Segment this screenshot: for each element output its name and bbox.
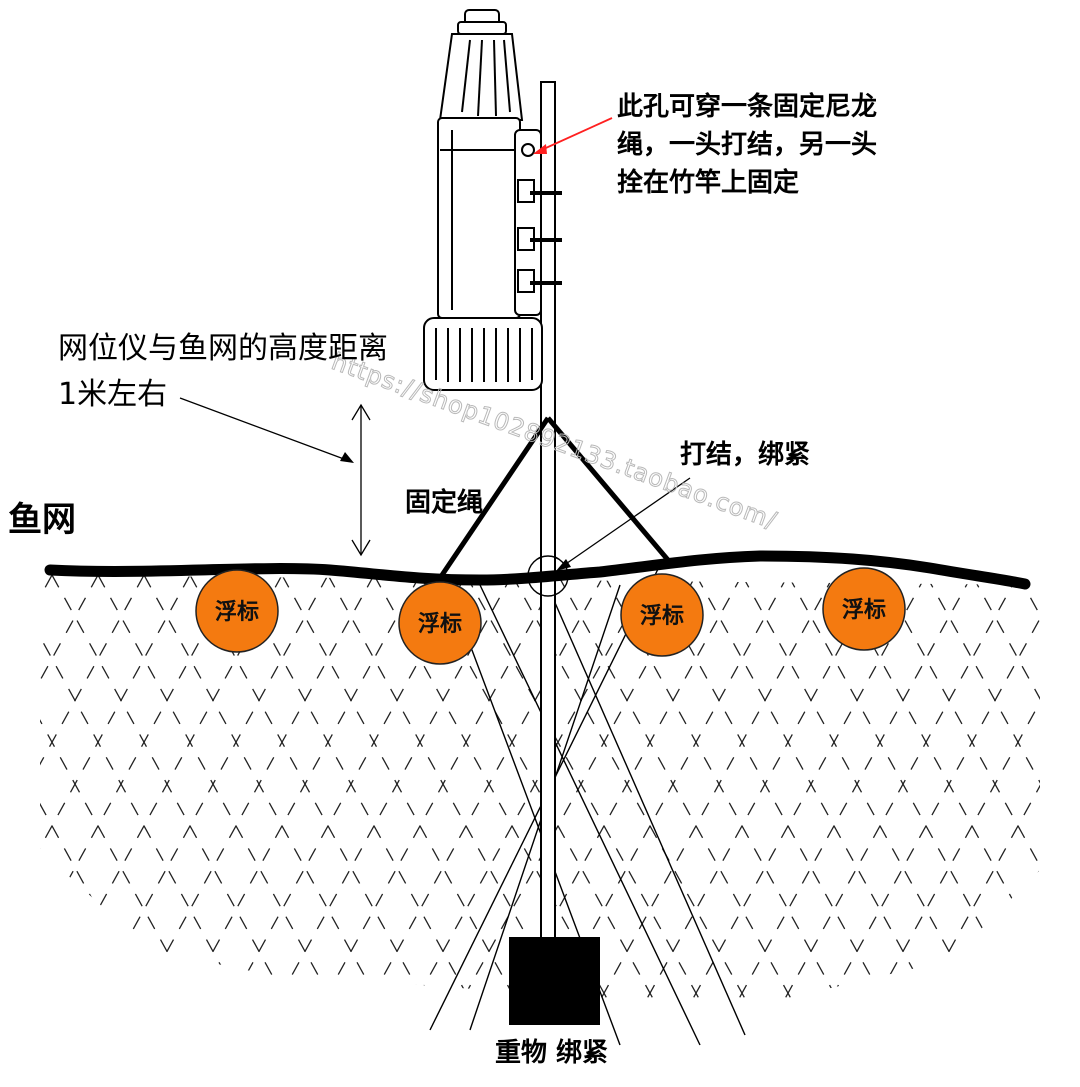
mesh-line — [40, 575, 246, 1000]
mesh-line — [40, 575, 108, 1000]
mesh-line — [318, 575, 559, 1000]
mesh-line — [879, 575, 1040, 1000]
weight-block — [509, 937, 600, 1025]
height-note-line-1: 网位仪与鱼网的高度距离 — [58, 331, 388, 366]
float-3: 浮标 — [620, 573, 704, 657]
mesh-line — [925, 575, 1040, 1000]
float-2-label: 浮标 — [418, 611, 462, 637]
hole-note-line-2: 绳，一头打结，另一头 — [617, 130, 877, 160]
float-3-body — [620, 573, 704, 657]
float-2: 浮标 — [398, 581, 482, 665]
mesh-line — [824, 575, 1040, 1000]
mesh-line — [1055, 575, 1080, 1010]
knot-tie-label: 打结，绑紧 — [680, 440, 810, 470]
mesh-line — [640, 575, 881, 1000]
fixing-rope-label: 固定绳 — [405, 487, 483, 518]
mesh-line — [502, 575, 743, 1000]
height-double-arrow — [351, 403, 371, 557]
mesh-line — [465, 575, 706, 1000]
device-body — [437, 117, 521, 319]
mesh-line — [143, 575, 384, 1000]
mesh-line — [741, 575, 982, 1000]
mesh-line — [134, 575, 375, 1000]
knot-pointer-arrow — [556, 477, 691, 571]
float-1-label: 浮标 — [215, 599, 259, 625]
mesh-line — [686, 575, 927, 1000]
mesh-line — [870, 575, 1040, 1000]
float-1: 浮标 — [195, 569, 279, 653]
float-3-label: 浮标 — [640, 603, 684, 629]
height-note: 网位仪与鱼网的高度距离 1米左右 — [58, 331, 388, 412]
mesh-line — [594, 575, 835, 1000]
float-4: 浮标 — [822, 567, 906, 651]
mesh-line — [235, 575, 476, 1000]
mesh-line — [40, 575, 200, 1000]
mesh-line — [40, 575, 237, 1000]
mesh-line — [1064, 575, 1080, 1010]
mesh-line — [0, 575, 6, 1010]
height-pointer-arrow — [179, 397, 354, 463]
hole-note: 此孔可穿一条固定尼龙 绳，一头打结，另一头 拴在竹竿上固定 — [617, 91, 877, 198]
pole-straps — [530, 191, 562, 285]
mesh-line — [180, 575, 421, 1000]
knot-circle — [527, 555, 569, 597]
mesh-line — [40, 575, 154, 1000]
hole-note-line-3: 拴在竹竿上固定 — [617, 167, 799, 198]
mesh-line — [916, 575, 1040, 1000]
mesh-line — [40, 575, 99, 1000]
net-locator-device — [423, 9, 543, 391]
weight-tie-label: 重物 绑紧 — [495, 1038, 608, 1068]
mesh-line — [40, 575, 53, 1000]
float-4-body — [822, 567, 906, 651]
float-2-body — [398, 581, 482, 665]
mesh-line — [787, 575, 1028, 1000]
mesh-line — [778, 575, 1019, 1000]
mesh-line — [0, 575, 15, 1010]
float-4-label: 浮标 — [842, 597, 886, 623]
mesh-line — [364, 575, 605, 1000]
fixing-rope — [437, 416, 670, 580]
mesh-line — [327, 575, 568, 1000]
mesh-line — [548, 575, 789, 1000]
mesh-line — [962, 575, 1040, 1000]
mesh-line — [40, 575, 191, 1000]
fishing-net-label: 鱼网 — [8, 500, 76, 540]
mesh-line — [410, 575, 651, 1000]
mesh-line — [971, 575, 1040, 1000]
mesh-line — [557, 575, 798, 1000]
mesh-line — [281, 575, 522, 1000]
float-1-body — [195, 569, 279, 653]
mesh-line — [88, 575, 329, 1000]
mesh-line — [1017, 575, 1040, 1000]
mesh-line — [649, 575, 890, 1000]
mesh-line — [40, 575, 62, 1000]
bamboo-pole — [540, 81, 556, 943]
hole-pointer-arrow — [533, 117, 613, 154]
hole-note-line-1: 此孔可穿一条固定尼龙 — [617, 91, 877, 122]
device-mount-hole — [521, 143, 535, 157]
mesh-line — [51, 575, 292, 1000]
mesh-line — [732, 575, 973, 1000]
mesh-line — [695, 575, 936, 1000]
height-note-line-2: 1米左右 — [58, 377, 167, 412]
fishing-net-rope — [44, 550, 1031, 590]
mesh-line — [97, 575, 338, 1000]
mesh-line — [1008, 575, 1040, 1000]
mesh-line — [40, 575, 145, 1000]
device-bracket — [514, 129, 542, 316]
